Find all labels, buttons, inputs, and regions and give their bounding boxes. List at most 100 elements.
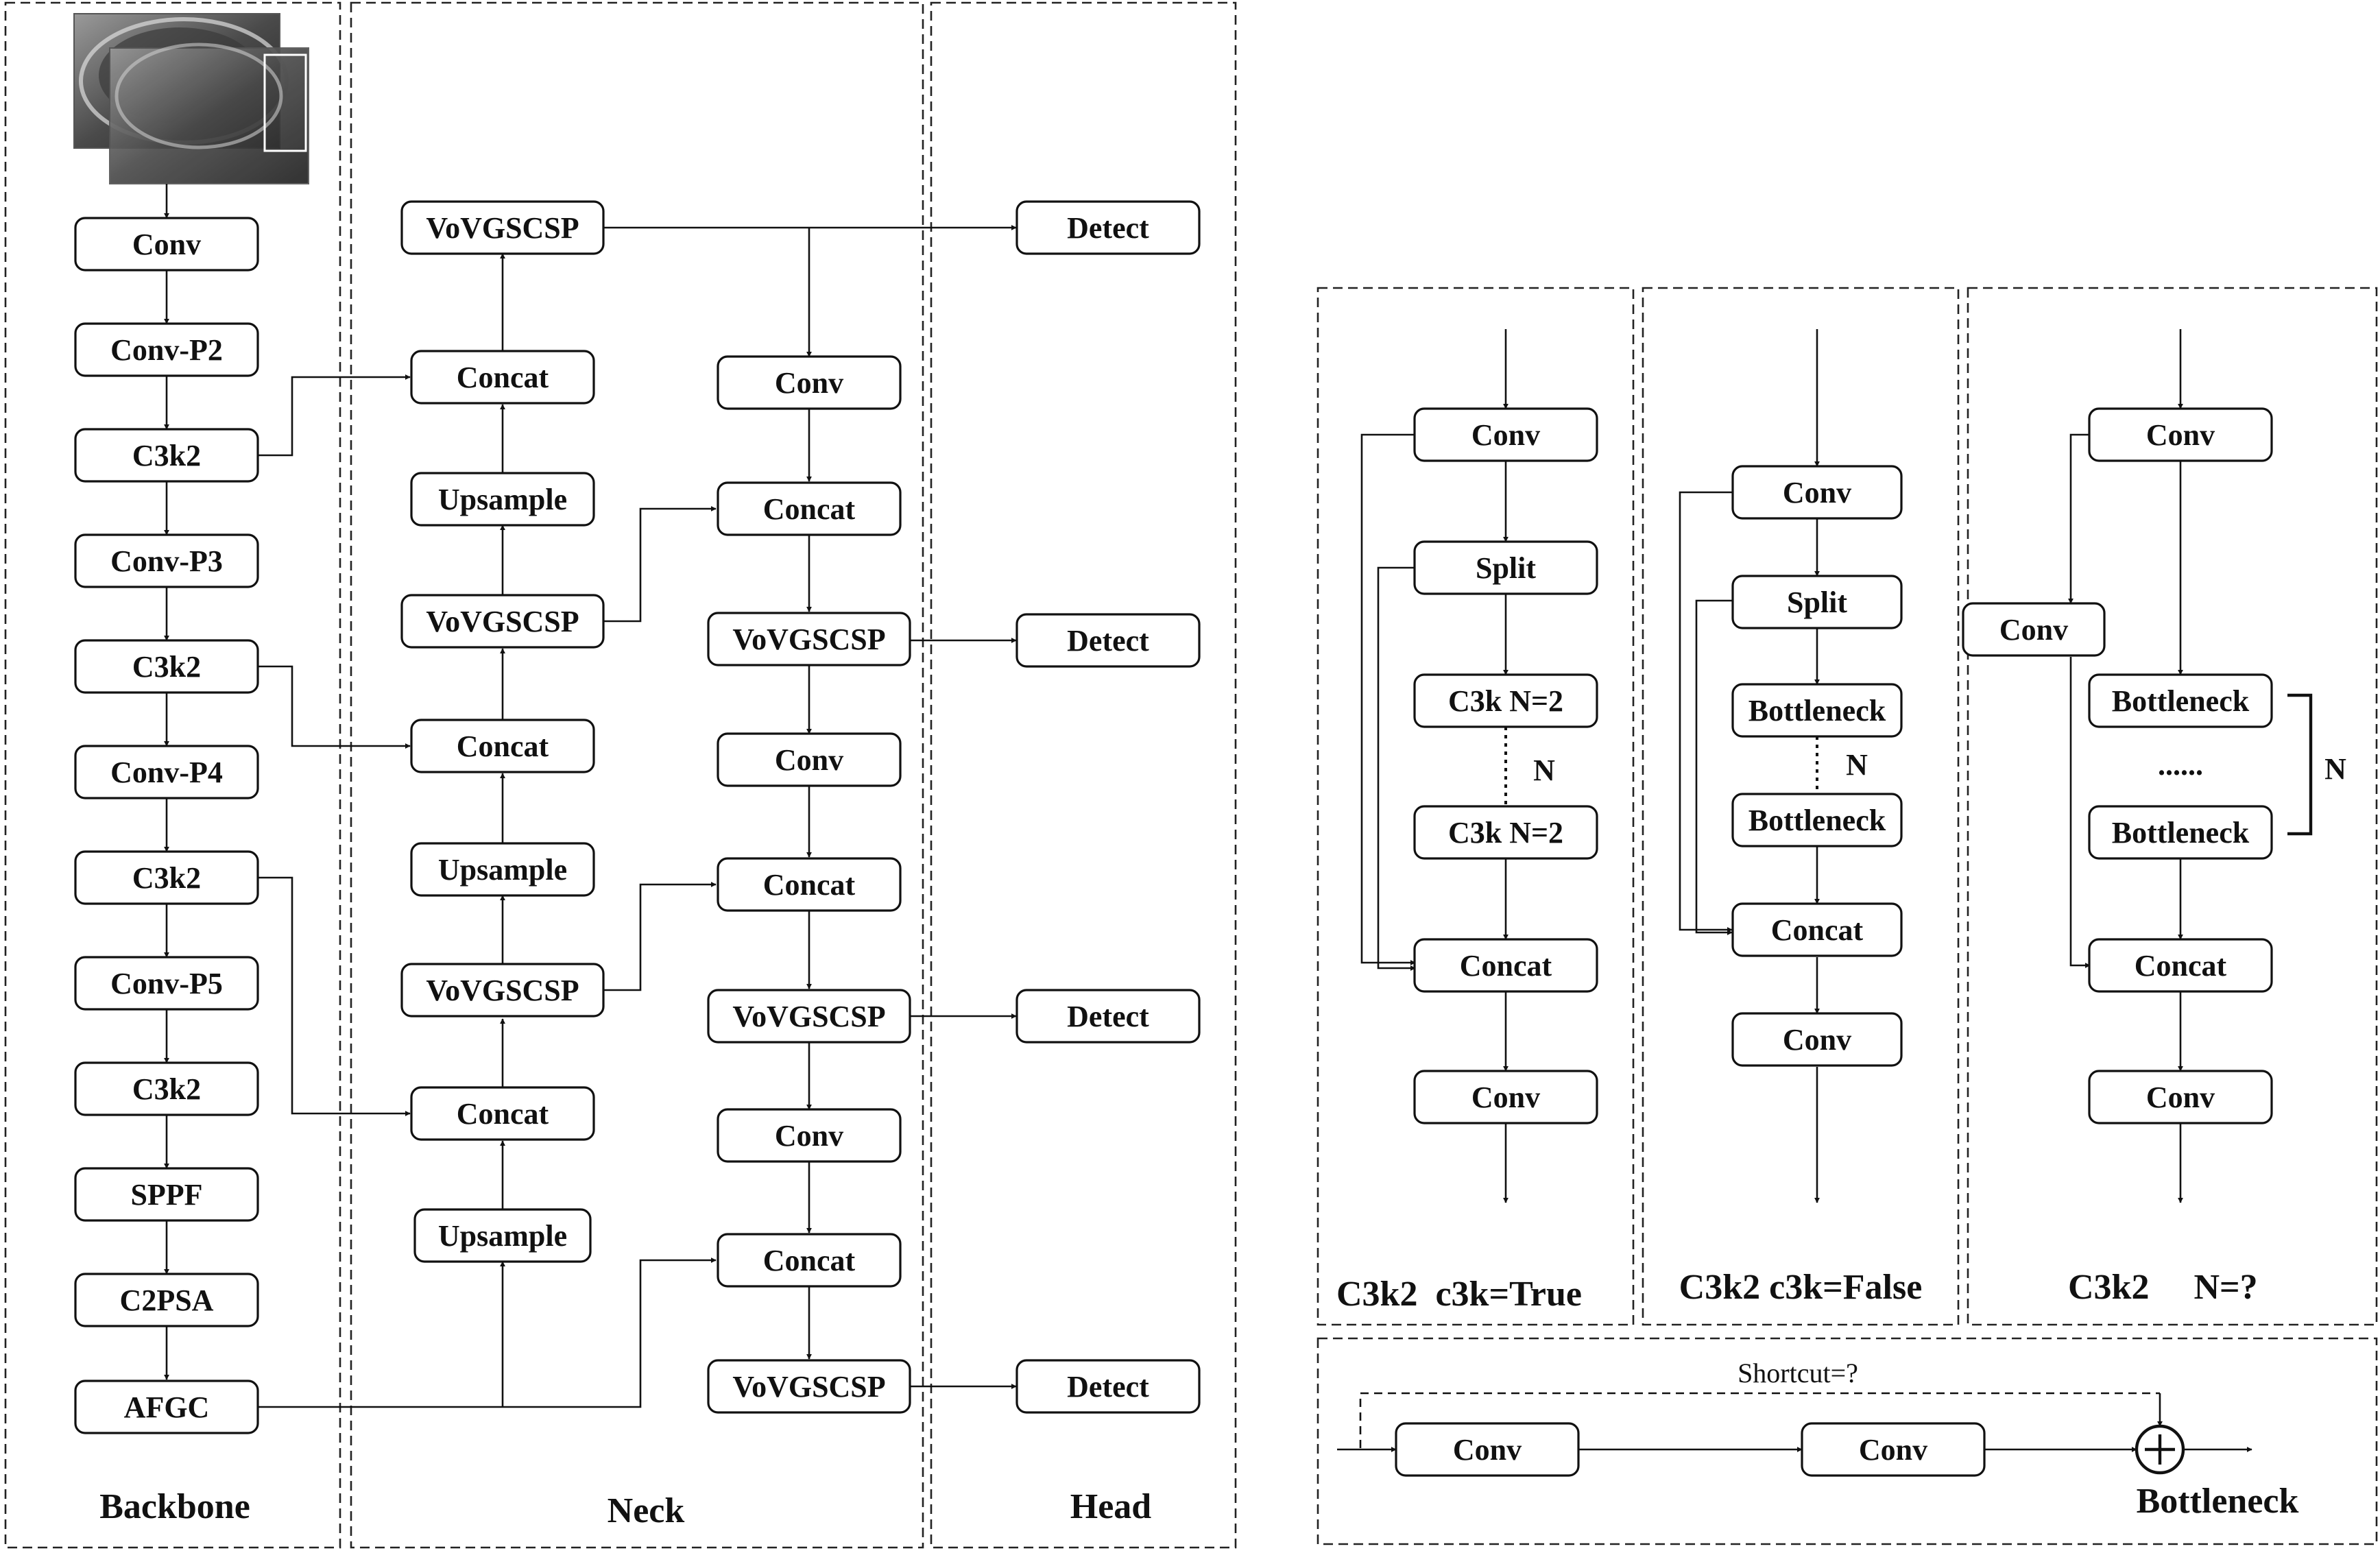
- box-label: Bottleneck: [1748, 694, 1886, 727]
- c3k-false-box-6: Conv: [1731, 1012, 1903, 1067]
- backbone-box-9: C3k2: [74, 1061, 259, 1116]
- backbone-box-8: Conv-P5: [74, 956, 259, 1011]
- c3k2-n-box-3: Bottleneck: [2088, 673, 2273, 728]
- bottleneck-ellipsis: ......: [2158, 748, 2203, 782]
- neck-left-box-8: Concat: [410, 1086, 595, 1141]
- bottleneck-blocks-box-1: Conv: [1395, 1422, 1580, 1477]
- c3k-false-panel: [1642, 287, 1960, 1326]
- box-label: C3k2: [132, 1072, 201, 1106]
- c3k2-n-caption: C3k2 N=?: [2068, 1268, 2258, 1307]
- bottleneck-caption: Bottleneck: [2137, 1482, 2299, 1521]
- neck-left-box-2: Concat: [410, 350, 595, 405]
- c3k2-n-panel: [1967, 287, 2378, 1326]
- box-label: VoVGSCSP: [426, 605, 579, 638]
- box-label: Bottleneck: [1748, 804, 1886, 837]
- box-label: Detect: [1067, 1370, 1149, 1404]
- neck-right-box-9: VoVGSCSP: [707, 1359, 911, 1414]
- c3k-false-box-5: Concat: [1731, 902, 1903, 957]
- backbone-box-6: Conv-P4: [74, 745, 259, 799]
- box-label: Conv: [1859, 1433, 1927, 1467]
- box-label: C3k2: [132, 439, 201, 472]
- backbone-box-3: C3k2: [74, 428, 259, 483]
- neck-right-box-6: VoVGSCSP: [707, 989, 911, 1044]
- bottleneck-panel: [1317, 1337, 2378, 1545]
- backbone-box-11: C2PSA: [74, 1273, 259, 1327]
- box-label: Upsample: [438, 853, 567, 887]
- neck-right-box-4: Conv: [717, 732, 902, 787]
- neck-left-box-6: Upsample: [410, 842, 595, 897]
- box-label: Conv: [1471, 418, 1540, 452]
- box-label: Concat: [457, 361, 549, 394]
- box-label: Conv: [1471, 1081, 1540, 1114]
- backbone-box-1: Conv: [74, 217, 259, 272]
- box-label: C3k N=2: [1448, 684, 1563, 718]
- neck-right-box-5: Concat: [717, 857, 902, 912]
- c3k-false-box-1: Conv: [1731, 465, 1903, 520]
- box-label: SPPF: [130, 1178, 202, 1212]
- c3k2-n-box-6: Conv: [2088, 1070, 2273, 1124]
- c3k-false-box-2: Split: [1731, 575, 1903, 629]
- box-label: Bottleneck: [2112, 816, 2250, 850]
- box-label: Conv-P4: [110, 756, 223, 789]
- box-label: Concat: [763, 1244, 856, 1277]
- neck-panel: [350, 1, 924, 1549]
- box-label: Conv: [1783, 1023, 1851, 1057]
- box-label: C3k N=2: [1448, 816, 1563, 850]
- box-label: C3k2: [132, 861, 201, 895]
- c3k-true-box-2: Split: [1413, 540, 1598, 595]
- box-label: Concat: [1460, 949, 1552, 983]
- c3k-true-box-1: Conv: [1413, 407, 1598, 462]
- head-box-1: Detect: [1015, 200, 1201, 255]
- neck-left-box-9: Upsample: [413, 1208, 592, 1263]
- box-label: Concat: [763, 492, 856, 526]
- box-label: Conv: [1999, 613, 2068, 647]
- box-label: Detect: [1067, 211, 1149, 245]
- box-label: C2PSA: [120, 1284, 214, 1317]
- box-label: Conv: [775, 1119, 843, 1153]
- neck-right-box-1: Conv: [717, 355, 902, 410]
- backbone-box-12: AFGC: [74, 1380, 259, 1434]
- neck-right-box-3: VoVGSCSP: [707, 612, 911, 666]
- box-label: Split: [1787, 586, 1847, 619]
- neck-left-box-3: Upsample: [410, 472, 595, 527]
- box-label: VoVGSCSP: [426, 211, 579, 245]
- box-label: Split: [1476, 551, 1536, 585]
- box-label: Upsample: [438, 483, 567, 516]
- box-label: Conv: [2146, 418, 2215, 452]
- c3k2-n-box-1: Conv: [2088, 407, 2273, 462]
- backbone-box-2: Conv-P2: [74, 322, 259, 377]
- box-label: Concat: [763, 868, 856, 902]
- box-label: Concat: [1771, 913, 1864, 947]
- box-label: Concat: [457, 1097, 549, 1131]
- box-label: Bottleneck: [2112, 684, 2250, 718]
- backbone-box-4: Conv-P3: [74, 533, 259, 588]
- c3k-true-panel: [1317, 287, 1635, 1326]
- backbone-box-10: SPPF: [74, 1167, 259, 1222]
- c3k2-n-box-2: Conv: [1962, 602, 2106, 657]
- backbone-label: Backbone: [99, 1487, 250, 1526]
- neck-right-box-7: Conv: [717, 1108, 902, 1163]
- box-label: Conv-P3: [110, 544, 223, 578]
- box-label: Concat: [2135, 949, 2227, 983]
- connectors: [164, 184, 2313, 1475]
- c3k-false-box-3: Bottleneck: [1731, 683, 1903, 738]
- box-label: VoVGSCSP: [426, 974, 579, 1007]
- box-label: Detect: [1067, 624, 1149, 658]
- backbone-panel: [4, 1, 341, 1549]
- head-panel: [930, 1, 1237, 1549]
- c3k2-true-caption: C3k2 c3k=True: [1336, 1275, 1582, 1314]
- shortcut-label: Shortcut=?: [1738, 1358, 1858, 1388]
- c3k-false-box-4: Bottleneck: [1731, 793, 1903, 847]
- neck-left-box-7: VoVGSCSP: [400, 963, 605, 1018]
- input-image: [73, 13, 309, 184]
- box-label: VoVGSCSP: [732, 623, 885, 656]
- box-label: Conv: [1453, 1433, 1522, 1467]
- box-label: VoVGSCSP: [732, 1000, 885, 1033]
- c3k-true-box-6: Conv: [1413, 1070, 1598, 1124]
- box-label: Conv: [775, 743, 843, 777]
- n-repeat-label-n: N: [2324, 752, 2346, 786]
- n-repeat-label-false: N: [1846, 748, 1868, 782]
- box-label: Conv-P2: [110, 333, 223, 367]
- c3k-true-box-3: C3k N=2: [1413, 673, 1598, 728]
